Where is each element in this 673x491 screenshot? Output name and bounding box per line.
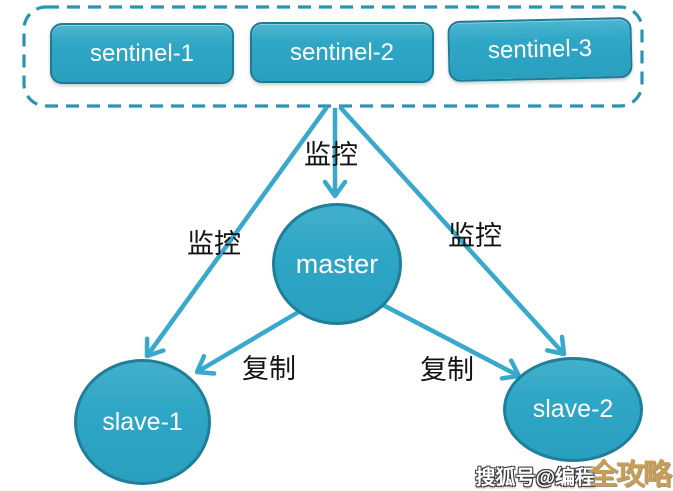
node-sentinel-3: sentinel-3 (447, 16, 633, 83)
node-slave-1-label: slave-1 (102, 407, 183, 436)
node-sentinel-2-label: sentinel-2 (289, 38, 395, 66)
watermark: 搜狐号@编程 全攻略 (475, 459, 672, 491)
edge-label-copy-left: 复制 (242, 354, 296, 384)
node-master-label: master (295, 248, 379, 279)
edge-label-copy-right: 复制 (420, 355, 474, 385)
edge-label-monitor-center: 监控 (304, 140, 358, 170)
node-sentinel-3-label: sentinel-3 (487, 34, 593, 64)
edge-master-to-slave2-line (360, 292, 522, 381)
edge-sentinels-to-slave2-line (338, 105, 567, 357)
sentinel-group-border (22, 5, 644, 108)
node-sentinel-1-label: sentinel-1 (89, 39, 195, 67)
node-master: master (272, 203, 402, 325)
node-sentinel-1: sentinel-1 (50, 23, 234, 84)
watermark-suffix: 全攻略 (588, 459, 672, 491)
edge-label-monitor-right: 监控 (448, 221, 502, 251)
edge-sentinels-to-slave1-line (144, 105, 329, 359)
node-slave-2-label: slave-2 (532, 395, 614, 423)
node-slave-1: slave-1 (74, 359, 211, 485)
node-slave-2: slave-2 (503, 357, 643, 462)
node-sentinel-2: sentinel-2 (250, 22, 434, 83)
edge-master-to-slave1-line (194, 302, 314, 376)
watermark-prefix: 搜狐号@编程 (475, 467, 595, 489)
edge-label-monitor-left: 监控 (187, 229, 241, 259)
